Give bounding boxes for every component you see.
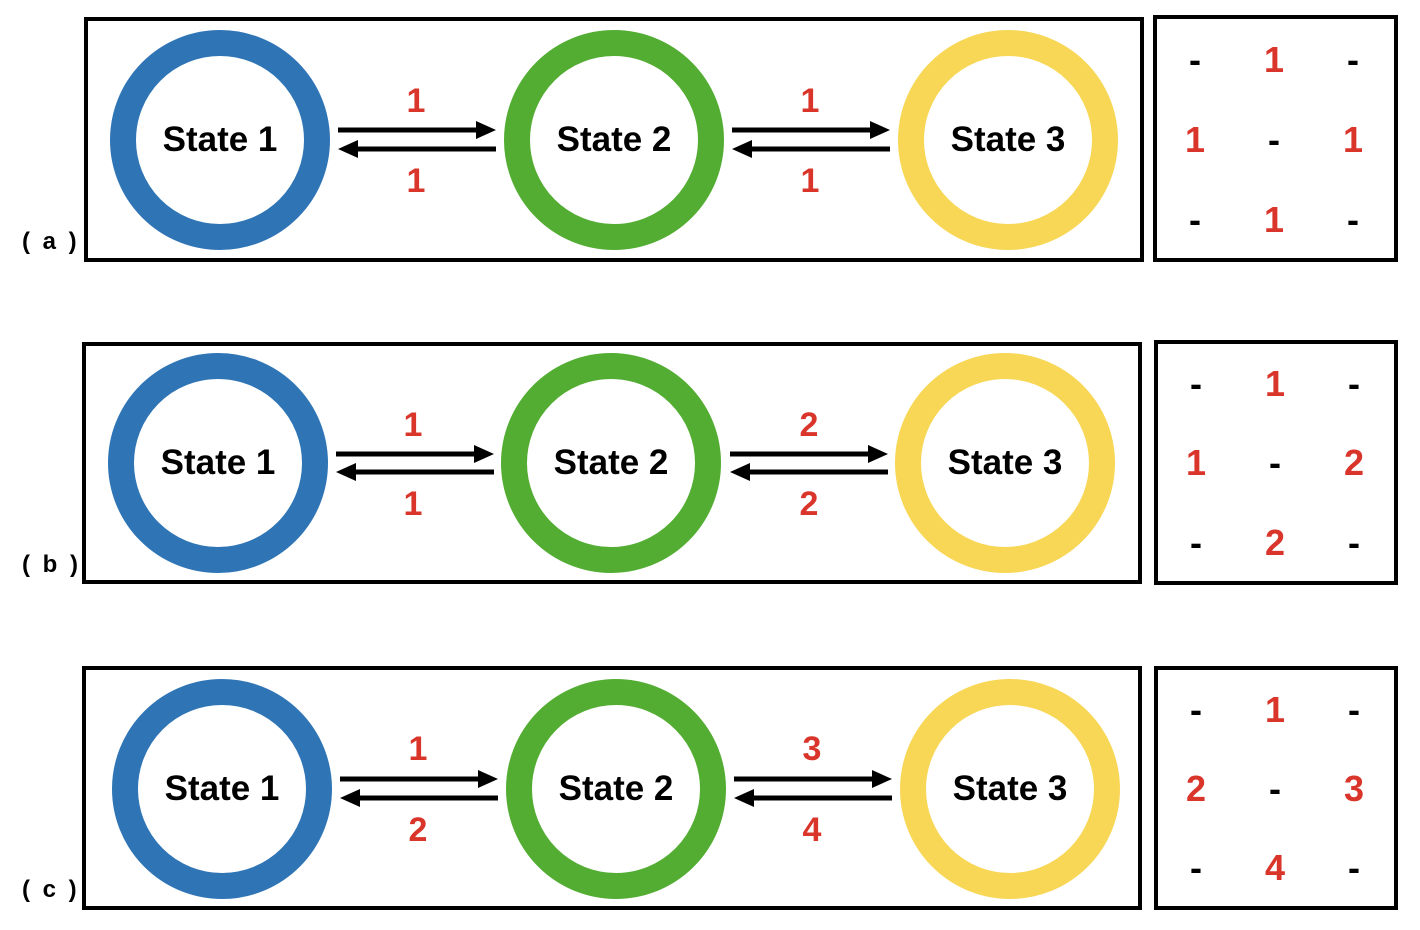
state-1-node: State 1	[112, 679, 332, 899]
matrix-cell: -	[1348, 522, 1360, 563]
state-3-node: State 3	[900, 679, 1120, 899]
matrix-cell: 1	[1342, 119, 1364, 160]
state-1-node: State 1	[108, 353, 328, 573]
matrix-cell: -	[1269, 768, 1281, 809]
state-3-label: State 3	[952, 769, 1068, 808]
rate-2-to-3: 1	[800, 82, 820, 120]
rate-matrix	[1154, 340, 1398, 585]
state-3-node: State 3	[898, 30, 1118, 250]
matrix-cell: 1	[1263, 39, 1285, 80]
rate-1-to-2: 1	[408, 730, 428, 768]
backward-arrow-2-1	[336, 463, 494, 481]
state-1-label: State 1	[160, 443, 276, 482]
forward-arrow-2-3	[732, 121, 890, 139]
rate-2-to-3: 2	[799, 406, 819, 444]
rate-3-to-2: 4	[802, 811, 822, 849]
matrix-cell: -	[1190, 522, 1202, 563]
rate-2-to-3: 3	[802, 730, 822, 768]
state-2-label: State 2	[556, 120, 672, 159]
state-3-label: State 3	[947, 443, 1063, 482]
state-2-node: State 2	[504, 30, 724, 250]
backward-arrow-3-2	[734, 789, 892, 807]
matrix-cell: -	[1269, 442, 1281, 483]
matrix-cell: 1	[1264, 689, 1286, 730]
rate-matrix	[1153, 15, 1398, 262]
state-1-label: State 1	[162, 120, 278, 159]
rate-matrix	[1154, 666, 1398, 910]
matrix-cell: 4	[1264, 847, 1286, 888]
matrix-cell: -	[1348, 847, 1360, 888]
matrix-cell: 2	[1264, 522, 1286, 563]
backward-arrow-3-2	[732, 140, 890, 158]
matrix-cell: -	[1189, 39, 1201, 80]
rate-2-to-1: 1	[406, 162, 426, 200]
rate-3-to-2: 2	[799, 485, 819, 523]
state-3-label: State 3	[950, 120, 1066, 159]
state-3-node: State 3	[895, 353, 1115, 573]
state-2-label: State 2	[553, 443, 669, 482]
matrix-cell: -	[1268, 119, 1280, 160]
matrix-cell: -	[1190, 363, 1202, 404]
matrix-cell: 2	[1185, 768, 1207, 809]
matrix-cell: 1	[1184, 119, 1206, 160]
state-2-node: State 2	[506, 679, 726, 899]
panel-label: ( a )	[22, 228, 80, 255]
rate-2-to-1: 1	[403, 485, 423, 523]
forward-arrow-1-2	[338, 121, 496, 139]
state-2-label: State 2	[558, 769, 674, 808]
matrix-cell: -	[1190, 689, 1202, 730]
state-1-label: State 1	[164, 769, 280, 808]
matrix-cell: -	[1190, 847, 1202, 888]
rate-1-to-2: 1	[406, 82, 426, 120]
matrix-cell: 2	[1343, 442, 1365, 483]
backward-arrow-3-2	[730, 463, 888, 481]
backward-arrow-2-1	[340, 789, 498, 807]
forward-arrow-1-2	[336, 445, 494, 463]
matrix-cell: 1	[1264, 363, 1286, 404]
matrix-cell: -	[1348, 363, 1360, 404]
panel-label: ( b )	[22, 551, 81, 578]
panel-label: ( c )	[22, 876, 80, 903]
forward-arrow-2-3	[734, 770, 892, 788]
state-2-node: State 2	[501, 353, 721, 573]
matrix-cell: 1	[1263, 199, 1285, 240]
rate-2-to-1: 2	[408, 811, 428, 849]
rate-3-to-2: 1	[800, 162, 820, 200]
matrix-cell: -	[1347, 39, 1359, 80]
state-1-node: State 1	[110, 30, 330, 250]
matrix-cell: -	[1348, 689, 1360, 730]
matrix-cell: -	[1189, 199, 1201, 240]
rate-1-to-2: 1	[403, 406, 423, 444]
matrix-cell: -	[1347, 199, 1359, 240]
forward-arrow-1-2	[340, 770, 498, 788]
backward-arrow-2-1	[338, 140, 496, 158]
forward-arrow-2-3	[730, 445, 888, 463]
matrix-cell: 1	[1185, 442, 1207, 483]
matrix-cell: 3	[1343, 768, 1365, 809]
